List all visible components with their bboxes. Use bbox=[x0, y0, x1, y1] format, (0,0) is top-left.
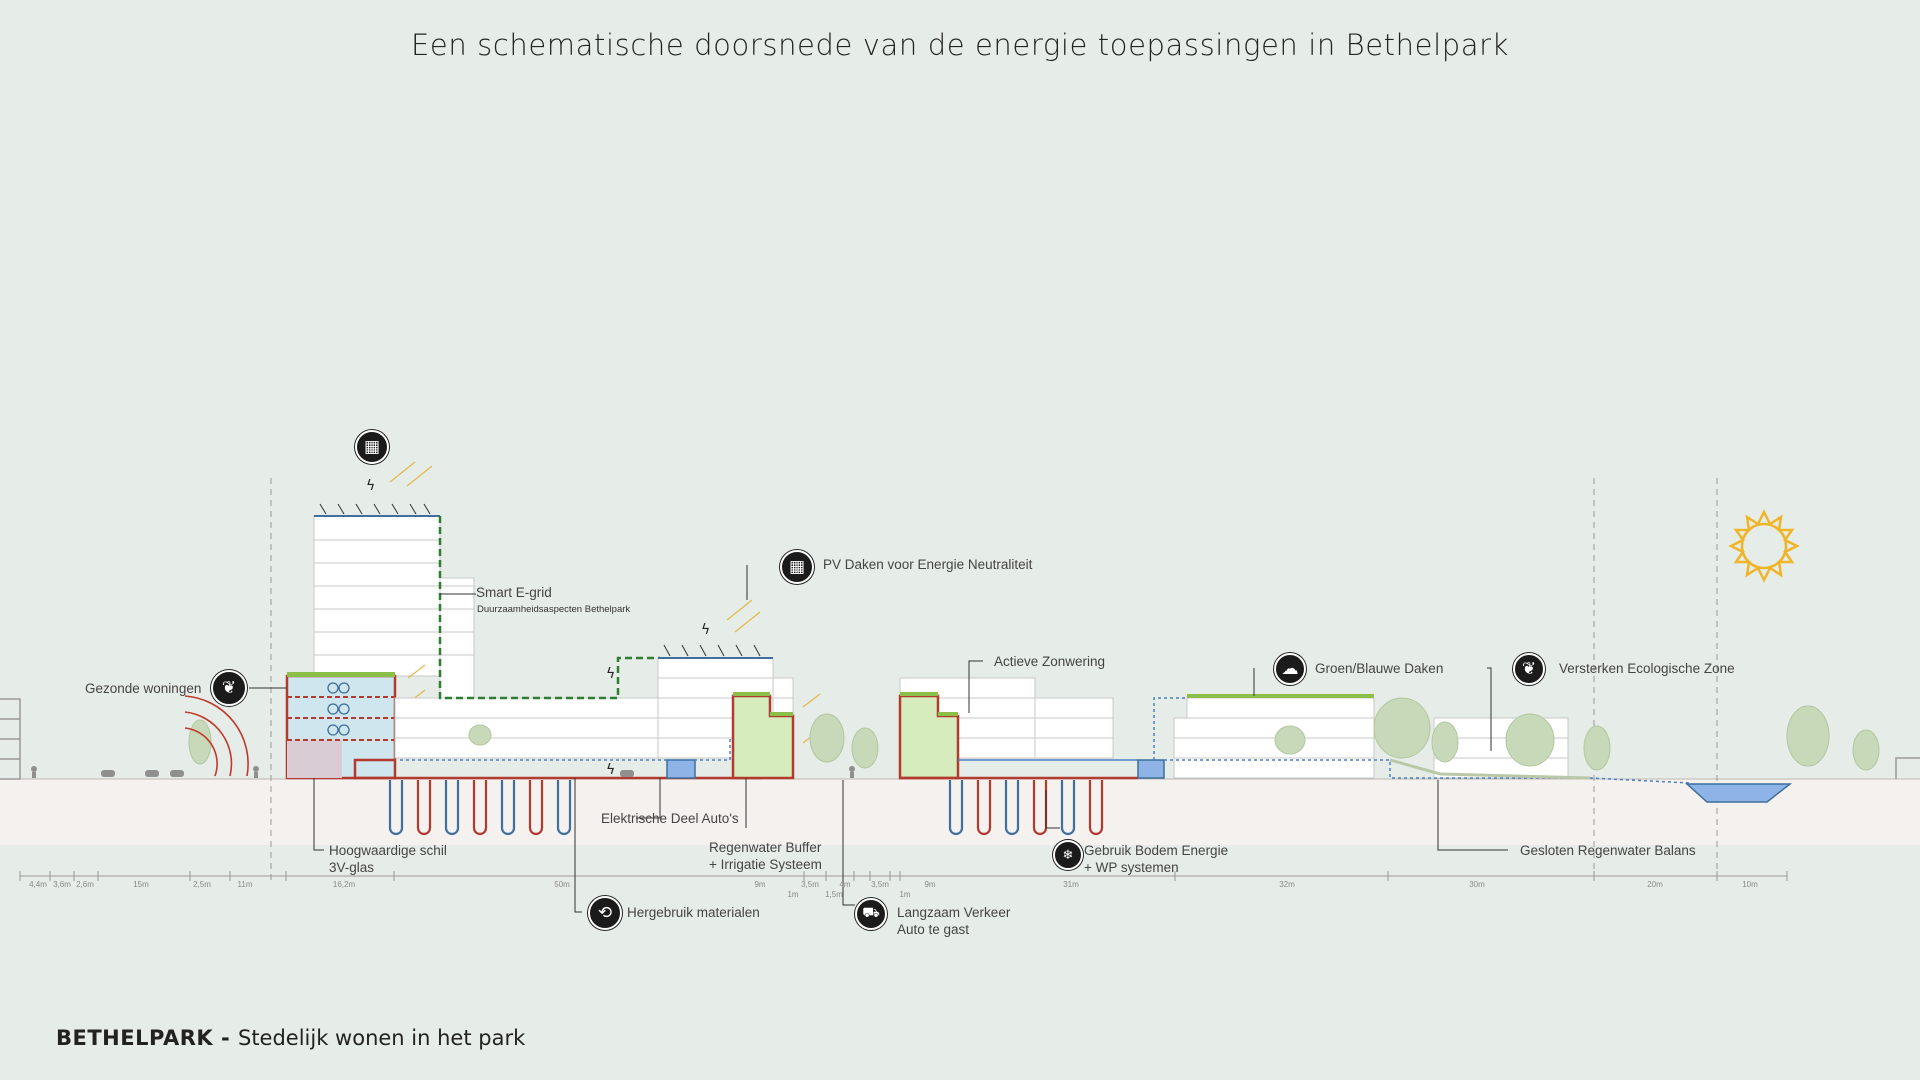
rainwater-buffer bbox=[666, 759, 696, 779]
footer-tagline: Stedelijk wonen in het park bbox=[237, 1026, 526, 1050]
label-versterken-ecologische-zone: Versterken Ecologische Zone bbox=[1559, 661, 1735, 676]
geothermal-loops-right bbox=[948, 780, 1104, 836]
heat-pump-icon: ❄ bbox=[1053, 840, 1083, 870]
geothermal-loop bbox=[1032, 780, 1048, 836]
measurement-label: 30m bbox=[1469, 880, 1485, 889]
measurement-label: 3,5m bbox=[801, 880, 819, 889]
share-icon: ⟲ bbox=[588, 896, 622, 930]
label-smart-egrid: Smart E-grid bbox=[476, 585, 552, 600]
label-3v-glas: 3V-glas bbox=[329, 860, 375, 875]
healthy-housing-block bbox=[285, 672, 397, 780]
measurement-label: 32m bbox=[1279, 880, 1295, 889]
page-title: Een schematische doorsnede van de energi… bbox=[410, 28, 1510, 62]
footer-brand: BETHELPARK bbox=[56, 1026, 214, 1050]
measurement-label: 2,5m bbox=[193, 880, 211, 889]
geothermal-loop bbox=[976, 780, 992, 836]
solar-panel-icon: ▦ bbox=[355, 430, 389, 464]
smart-egrid-line bbox=[438, 516, 660, 700]
label-elektrische-deel-autos: Elektrische Deel Auto's bbox=[601, 811, 739, 826]
measurement-label: 3,6m bbox=[53, 880, 71, 889]
measurement-label: 9m bbox=[754, 880, 766, 889]
footer-separator: - bbox=[213, 1026, 238, 1050]
label-gebruik-bodem-energie: Gebruik Bodem Energie bbox=[1084, 843, 1229, 858]
solar-panels-tower bbox=[319, 503, 431, 515]
label-hoogwaardige-schil: Hoogwaardige schil bbox=[329, 843, 447, 858]
label-duurzaamheid: Duurzaamheidsaspecten Bethelpark bbox=[477, 604, 631, 615]
label-hergebruik-materialen: Hergebruik materialen bbox=[627, 905, 760, 920]
label-actieve-zonwering: Actieve Zonwering bbox=[994, 654, 1106, 669]
rain-cloud-icon: ☁ bbox=[1274, 653, 1306, 685]
leaf-icon-ecology: ❦ bbox=[1513, 653, 1545, 685]
ruler-ticks bbox=[19, 871, 1788, 881]
measurement-label: 1,5m bbox=[825, 890, 843, 899]
geothermal-loop bbox=[1088, 780, 1104, 836]
label-gezonde-woningen: Gezonde woningen bbox=[85, 681, 202, 696]
podium-building bbox=[394, 697, 661, 759]
measurement-label: 11m bbox=[237, 880, 253, 889]
trees bbox=[188, 697, 1880, 771]
pedestrian-car-icon: ⛟ bbox=[855, 898, 887, 930]
label-gesloten-regenwater-balans: Gesloten Regenwater Balans bbox=[1520, 843, 1696, 858]
measurement-label: 1m bbox=[787, 890, 799, 899]
measurement-label: 20m bbox=[1647, 880, 1663, 889]
measurement-label: 9m bbox=[924, 880, 936, 889]
label-pv-daken: PV Daken voor Energie Neutraliteit bbox=[823, 557, 1033, 572]
svg-text:ϟ: ϟ bbox=[606, 666, 615, 682]
rainwater-buffer-2 bbox=[1137, 759, 1165, 779]
pond bbox=[1685, 783, 1793, 803]
sun-icon bbox=[1728, 509, 1800, 583]
zone-divider-lines bbox=[270, 478, 1718, 880]
measurement-label: 50m bbox=[554, 880, 570, 889]
geothermal-loop bbox=[556, 780, 572, 836]
geothermal-loop bbox=[472, 780, 488, 836]
svg-text:ϟ: ϟ bbox=[701, 622, 710, 638]
measurement-label: 31m bbox=[1063, 880, 1079, 889]
label-auto-te-gast: Auto te gast bbox=[897, 922, 970, 937]
geothermal-loop bbox=[388, 780, 404, 836]
neighbour-building-left bbox=[0, 698, 21, 780]
measurement-label: 4,4m bbox=[29, 880, 47, 889]
measurement-label: 10m bbox=[1742, 880, 1758, 889]
label-irrigatie-systeem: + Irrigatie Systeem bbox=[709, 857, 822, 872]
svg-text:ϟ: ϟ bbox=[366, 478, 375, 494]
measurement-label: 4m bbox=[839, 880, 851, 889]
solar-panel-icon-pv: ▦ bbox=[780, 550, 814, 584]
label-regenwater-buffer: Regenwater Buffer bbox=[709, 840, 822, 855]
geothermal-loop bbox=[1060, 780, 1076, 836]
geothermal-loop bbox=[528, 780, 544, 836]
geothermal-loop bbox=[948, 780, 964, 836]
neighbour-building-right bbox=[1895, 757, 1920, 779]
leaf-icon: ❦ bbox=[211, 670, 247, 706]
solar-panels-middle bbox=[663, 644, 761, 657]
ground-layer bbox=[0, 779, 1920, 845]
measurement-label: 1m bbox=[899, 890, 911, 899]
geothermal-loop bbox=[500, 780, 516, 836]
geothermal-loop bbox=[1004, 780, 1020, 836]
geothermal-loops-left bbox=[388, 780, 572, 836]
measurement-label: 2,6m bbox=[76, 880, 94, 889]
residential-tower bbox=[313, 515, 475, 699]
measurement-label: 15m bbox=[133, 880, 149, 889]
geothermal-loop bbox=[416, 780, 432, 836]
footer: BETHELPARK - Stedelijk wonen in het park bbox=[56, 1026, 525, 1050]
leader-lines bbox=[249, 565, 1508, 913]
geothermal-loop bbox=[444, 780, 460, 836]
label-groen-blauwe-daken: Groen/Blauwe Daken bbox=[1315, 661, 1444, 676]
svg-text:ϟ: ϟ bbox=[606, 762, 615, 778]
measurement-label: 16,2m bbox=[332, 880, 356, 889]
label-langzaam-verkeer: Langzaam Verkeer bbox=[897, 905, 1011, 920]
measurement-label: 3,5m bbox=[871, 880, 889, 889]
street-figures bbox=[31, 766, 855, 778]
healthy-home-arcs bbox=[184, 695, 249, 777]
label-wp-systemen: + WP systemen bbox=[1084, 860, 1179, 875]
